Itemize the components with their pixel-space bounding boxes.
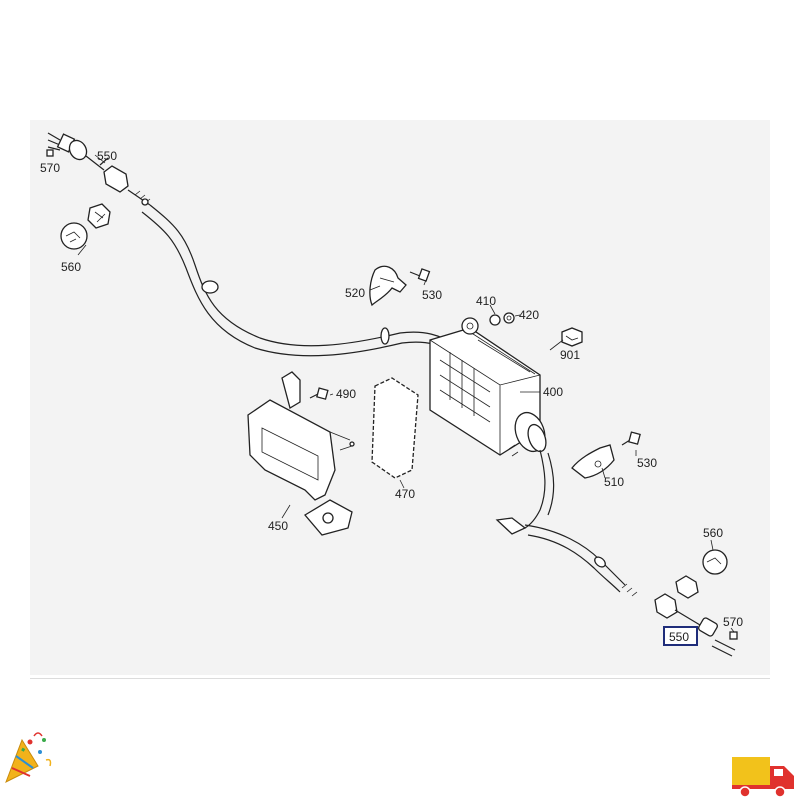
part-labels: 570 550 560 520 530 410 420 901 490 400 … xyxy=(40,149,743,646)
part-label-560-lower: 560 xyxy=(703,526,723,540)
connector-901 xyxy=(561,327,583,347)
party-popper-icon xyxy=(5,732,52,784)
lower-end-fittings xyxy=(654,549,738,657)
part-label-520: 520 xyxy=(345,286,365,300)
part-label-550-highlighted[interactable]: 550 xyxy=(669,630,689,644)
nut-560-upper xyxy=(60,203,111,250)
bracket-520 xyxy=(369,265,407,307)
cable-upper xyxy=(141,204,456,357)
screw-530-lower xyxy=(621,431,641,446)
part-label-570-lower: 570 xyxy=(723,615,743,629)
pad-470 xyxy=(371,377,419,479)
part-label-490: 490 xyxy=(336,387,356,401)
cable-lower xyxy=(495,449,638,597)
clip-570 xyxy=(46,149,54,157)
part-label-560-upper: 560 xyxy=(61,260,81,274)
part-label-550-upper: 550 xyxy=(97,149,117,163)
clip-570-lower xyxy=(729,631,738,640)
screw-490 xyxy=(309,387,329,400)
washer-410-420 xyxy=(489,312,515,326)
upper-end-fittings xyxy=(46,132,151,206)
end-nut-550 xyxy=(68,139,88,161)
part-label-420: 420 xyxy=(519,308,539,322)
part-label-530-upper: 530 xyxy=(422,288,442,302)
leader-lines xyxy=(77,154,735,633)
adjuster-nut xyxy=(103,165,129,193)
mounting-eye xyxy=(461,317,479,335)
part-label-570-upper: 570 xyxy=(40,161,60,175)
bracket-510 xyxy=(571,444,615,479)
cable-grommet xyxy=(201,280,219,294)
cable-clip xyxy=(380,327,390,345)
screw-530-upper xyxy=(409,268,431,282)
part-label-470: 470 xyxy=(395,487,415,501)
actuator-400 xyxy=(429,317,547,457)
part-label-400: 400 xyxy=(543,385,563,399)
bracket-450 xyxy=(247,371,355,536)
delivery-truck-icon xyxy=(732,757,794,798)
part-label-410: 410 xyxy=(476,294,496,308)
part-label-901: 901 xyxy=(560,348,580,362)
part-label-530-lower: 530 xyxy=(637,456,657,470)
divider xyxy=(30,678,770,679)
part-label-510: 510 xyxy=(604,475,624,489)
highlight-box xyxy=(663,626,698,646)
part-label-450: 450 xyxy=(268,519,288,533)
